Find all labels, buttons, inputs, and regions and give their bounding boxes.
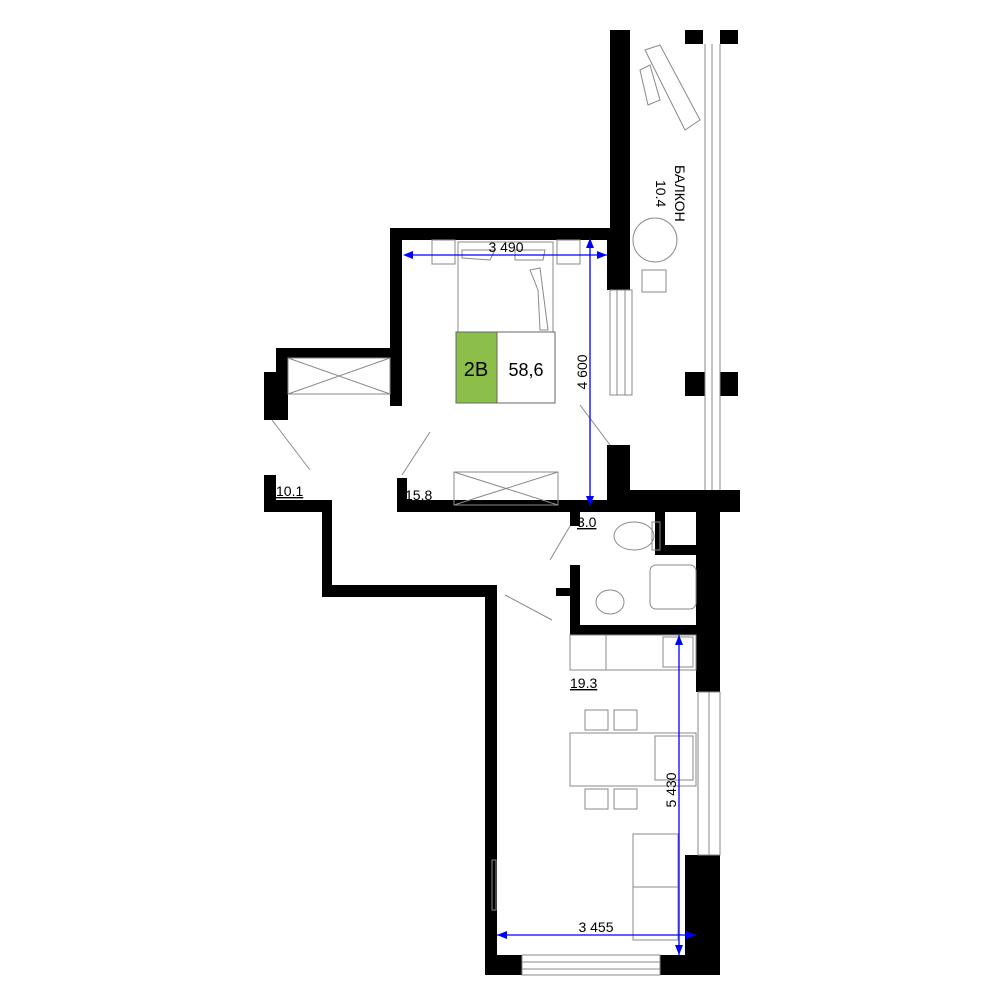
bedroom-width-label: 3 490 xyxy=(488,239,523,255)
apartment-total-area: 58,6 xyxy=(508,360,543,380)
kitchen-living-area: 19.3 xyxy=(570,675,597,691)
living-length-label: 5 430 xyxy=(663,772,679,807)
dimension-lines xyxy=(403,238,696,955)
apartment-type: 2B xyxy=(464,359,488,381)
bathroom-area: 3.0 xyxy=(577,514,597,530)
furniture xyxy=(271,44,701,941)
balcony-area: 10.4 xyxy=(653,180,669,207)
living-width-label: 3 455 xyxy=(578,919,613,935)
bedroom-length-label: 4 600 xyxy=(574,354,590,389)
balcony-name: БАЛКОН xyxy=(672,165,688,222)
hall-area: 10.1 xyxy=(276,483,303,499)
walls xyxy=(264,30,740,975)
apartment-badge: 2B 58,6 xyxy=(455,331,556,404)
windows xyxy=(491,44,721,976)
bedroom-area: 15.8 xyxy=(405,487,432,503)
